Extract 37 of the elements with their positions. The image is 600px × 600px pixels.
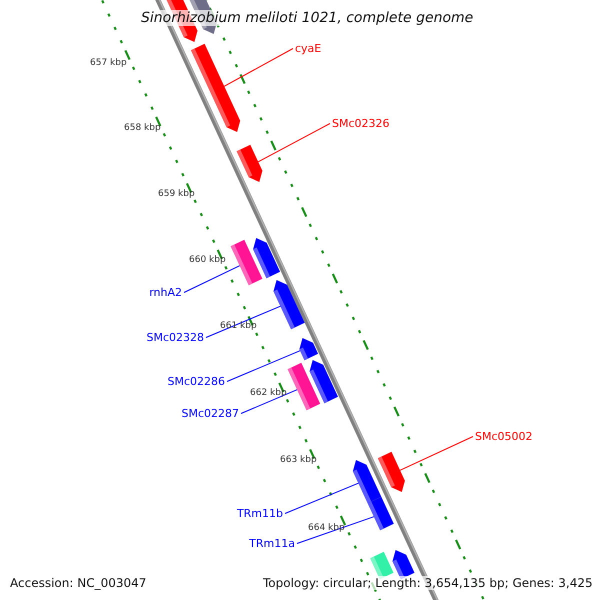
scale-label: 659 kbp — [158, 190, 195, 198]
leader-line — [184, 265, 240, 293]
scale-label: 657 kbp — [90, 58, 127, 68]
gene-feature — [274, 280, 305, 330]
gene-label: SMc02286 — [167, 376, 225, 387]
scale-label: 664 kbp — [308, 524, 345, 532]
gene-feature — [236, 144, 262, 182]
gene-label: cyaE — [295, 43, 322, 54]
gene-label: SMc05002 — [475, 431, 533, 442]
leader-line — [296, 516, 374, 544]
leader-line — [206, 306, 281, 338]
gene-label: SMc02326 — [332, 118, 390, 129]
scale-label: 661 kbp — [220, 322, 257, 330]
gene-feature — [191, 44, 240, 132]
leader-line — [240, 389, 298, 414]
accession-text: Accession: NC_003047 — [8, 576, 148, 590]
gene-label: SMc02287 — [181, 408, 239, 419]
leader-line — [226, 350, 301, 382]
scale-label: 660 kbp — [189, 256, 226, 264]
gene-label: TRm11b — [236, 508, 283, 519]
gene-block — [288, 362, 320, 410]
gene-feature — [352, 460, 382, 504]
leader-line — [284, 482, 359, 514]
gene-block — [230, 240, 262, 286]
genome-summary-text: Topology: circular; Length: 3,654,135 bp; Genes: 3,425 — [261, 576, 595, 590]
gene-feature — [299, 338, 318, 360]
gene-feature — [378, 452, 405, 492]
leader-line — [258, 123, 330, 162]
gene-label: SMc02328 — [146, 332, 204, 343]
leader-line — [400, 436, 474, 471]
scale-label: 662 kbp — [250, 388, 287, 398]
gene-label: rnhA2 — [149, 287, 182, 298]
scale-label: 663 kbp — [280, 456, 317, 464]
leader-line — [224, 48, 294, 87]
scale-label: 658 kbp — [124, 124, 161, 132]
gene-label: TRm11a — [249, 538, 295, 549]
gene-block — [368, 496, 394, 530]
